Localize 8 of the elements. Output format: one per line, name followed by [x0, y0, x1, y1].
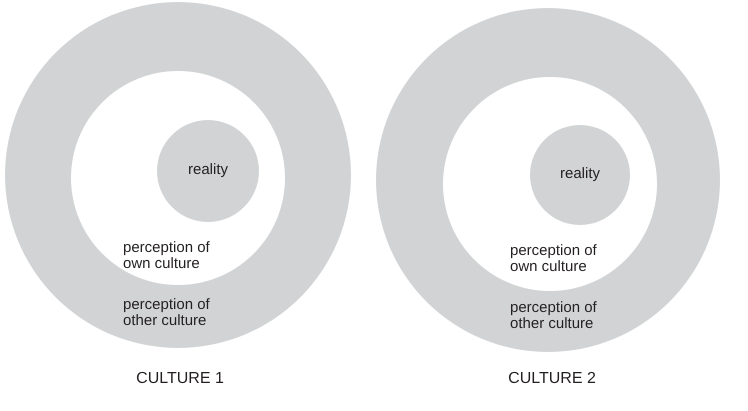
culture-caption: CULTURE 2 [508, 370, 596, 388]
circle-label: perception of own culture [123, 240, 211, 272]
circle-label: perception of other culture [123, 297, 211, 329]
circle-label: perception of other culture [510, 300, 598, 332]
circle-label: reality [558, 166, 601, 182]
circle-label: perception of own culture [510, 243, 598, 275]
culture-caption: CULTURE 1 [136, 370, 224, 388]
circle-label: reality [186, 162, 229, 178]
